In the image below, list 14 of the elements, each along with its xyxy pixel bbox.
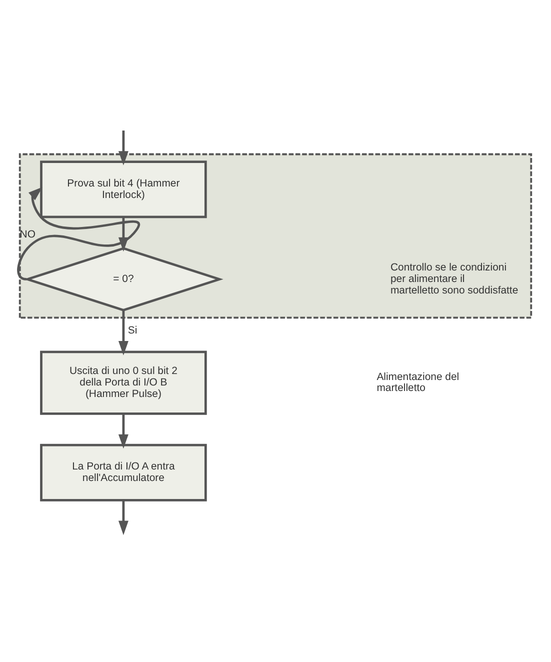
node-diamond: = 0? xyxy=(24,247,224,312)
edge-label: Si xyxy=(128,326,138,337)
cluster xyxy=(18,153,532,319)
label: Alimentazione del martelletto xyxy=(376,372,460,394)
node-box: La Porta di I/O A entra nell'Accumulatore xyxy=(40,444,207,502)
node-box: Uscita di uno 0 sul bit 2 della Porta di I/O B (Hammer Pulse) xyxy=(40,350,207,415)
arrow xyxy=(118,310,128,356)
label: Controllo se le condizioni per alimentare il martelletto sono soddisfatte xyxy=(390,262,518,296)
arrow xyxy=(17,187,140,280)
edge-label: NO xyxy=(20,229,36,240)
arrow xyxy=(118,130,128,166)
arrow xyxy=(118,414,128,449)
node-box: Prova sul bit 4 (Hammer Interlock) xyxy=(40,160,207,218)
arrow xyxy=(118,500,128,536)
